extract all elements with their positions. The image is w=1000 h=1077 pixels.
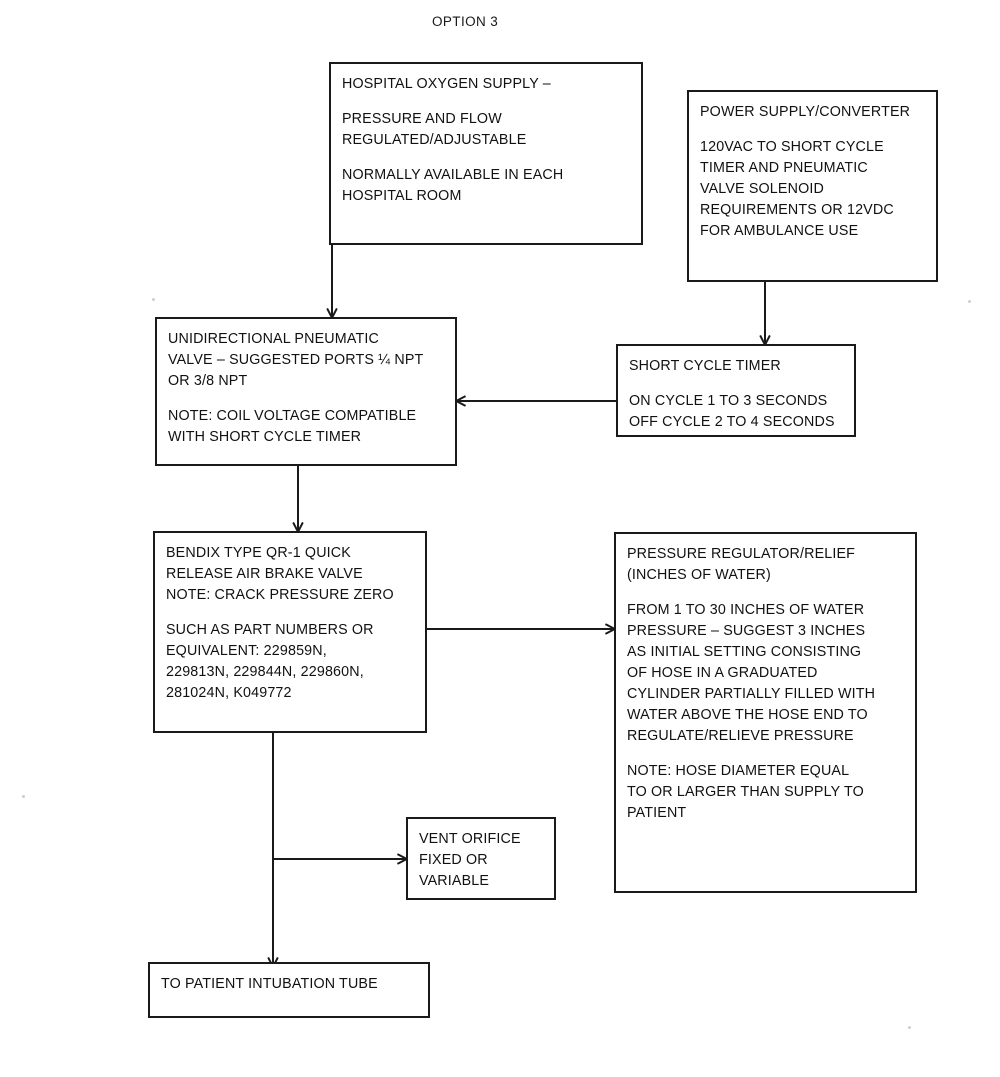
bendix-quick-release-valve-box: BENDIX TYPE QR-1 QUICK RELEASE AIR BRAKE… (153, 531, 427, 733)
vent-orifice-box: VENT ORIFICE FIXED OR VARIABLE (406, 817, 556, 900)
page-title: OPTION 3 (432, 14, 499, 29)
hospital-oxygen-supply-line-2: PRESSURE AND FLOW REGULATED/ADJUSTABLE (342, 111, 527, 149)
hospital-oxygen-supply-line-3: NORMALLY AVAILABLE IN EACH HOSPITAL ROOM (342, 167, 564, 205)
patient-intubation-tube-box: TO PATIENT INTUBATION TUBE (148, 962, 430, 1018)
pressure-regulator-relief-box: PRESSURE REGULATOR/RELIEF (INCHES OF WAT… (614, 532, 917, 893)
patient-intubation-tube-line-1: TO PATIENT INTUBATION TUBE (161, 976, 378, 992)
scan-speck (908, 1026, 911, 1029)
bendix-line-2: SUCH AS PART NUMBERS OR EQUIVALENT: 2298… (166, 622, 374, 702)
short-cycle-timer-box: SHORT CYCLE TIMER ON CYCLE 1 TO 3 SECOND… (616, 344, 856, 437)
pressure-regulator-line-3: NOTE: HOSE DIAMETER EQUAL TO OR LARGER T… (627, 763, 864, 822)
short-cycle-timer-line-2: ON CYCLE 1 TO 3 SECONDS OFF CYCLE 2 TO 4… (629, 393, 835, 431)
unidirectional-pneumatic-valve-box: UNIDIRECTIONAL PNEUMATIC VALVE – SUGGEST… (155, 317, 457, 466)
scan-speck (22, 795, 25, 798)
hospital-oxygen-supply-line-1: HOSPITAL OXYGEN SUPPLY – (342, 76, 551, 92)
power-supply-line-1: POWER SUPPLY/CONVERTER (700, 104, 911, 120)
pressure-regulator-line-1: PRESSURE REGULATOR/RELIEF (INCHES OF WAT… (627, 546, 856, 584)
vent-orifice-line-1: VENT ORIFICE FIXED OR VARIABLE (419, 831, 521, 890)
short-cycle-timer-line-1: SHORT CYCLE TIMER (629, 358, 781, 374)
pneumatic-valve-line-1: UNIDIRECTIONAL PNEUMATIC VALVE – SUGGEST… (168, 331, 424, 390)
pneumatic-valve-line-2: NOTE: COIL VOLTAGE COMPATIBLE WITH SHORT… (168, 408, 417, 446)
power-supply-converter-box: POWER SUPPLY/CONVERTER 120VAC TO SHORT C… (687, 90, 938, 282)
bendix-line-1: BENDIX TYPE QR-1 QUICK RELEASE AIR BRAKE… (166, 545, 394, 604)
power-supply-line-2: 120VAC TO SHORT CYCLE TIMER AND PNEUMATI… (700, 139, 894, 240)
scan-speck (152, 298, 155, 301)
pressure-regulator-line-2: FROM 1 TO 30 INCHES OF WATER PRESSURE – … (627, 602, 876, 745)
scan-speck (968, 300, 971, 303)
hospital-oxygen-supply-box: HOSPITAL OXYGEN SUPPLY – PRESSURE AND FL… (329, 62, 643, 245)
